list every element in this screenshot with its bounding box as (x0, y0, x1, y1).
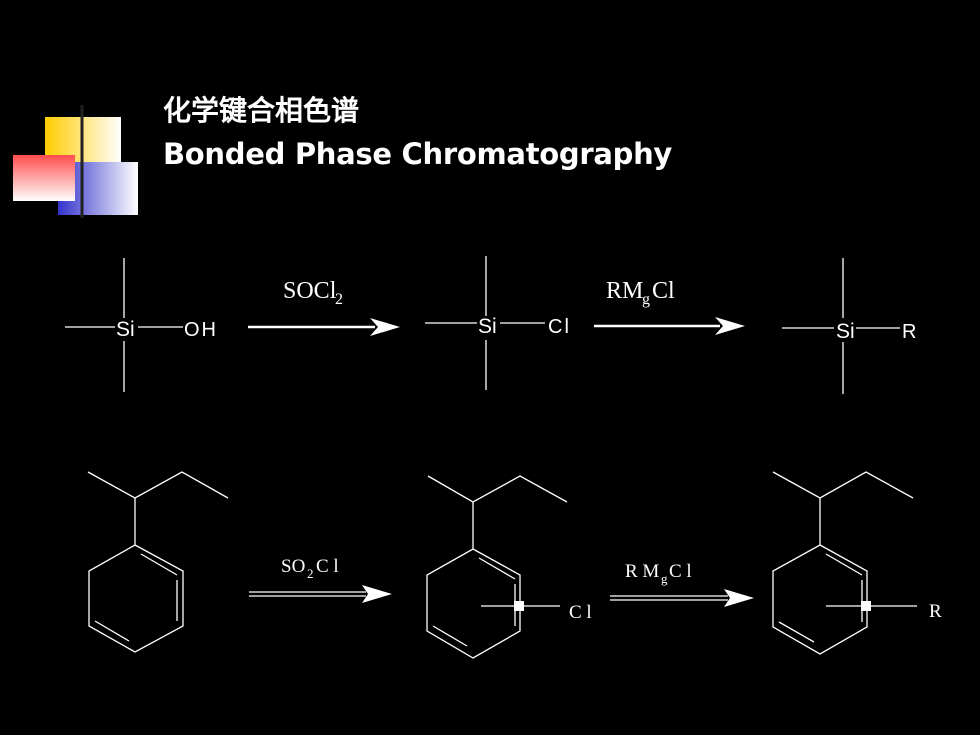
reactant-si-label: Si (116, 318, 135, 341)
intermediate-si-label: Si (478, 315, 497, 338)
title-english: Bonded Phase Chromatography (163, 137, 673, 171)
reagent-rmgcl-b: Cl (652, 278, 675, 304)
arrow-2 (594, 317, 745, 335)
bottom-intermediate-cl-label: C l (569, 602, 592, 623)
arrow-1 (248, 318, 400, 336)
reagent-socl-subscript: 2 (335, 291, 343, 308)
bottom-arrow-2 (610, 589, 754, 607)
reactant-structure (87, 471, 229, 653)
bottom-reagent-rmgcl-a: R M (625, 561, 659, 582)
reactant-oh-label: OH (184, 319, 218, 341)
reagent-rmgcl-subscript: g (642, 291, 650, 308)
product-substituent-marker (861, 601, 871, 611)
reagent-rmgcl-a: RM (606, 278, 643, 304)
bottom-reagent-rmgcl-b: C l (669, 561, 692, 582)
product-r-label: R (902, 321, 916, 343)
reagent-socl-label: SOCl (283, 278, 337, 304)
bottom-arrow-1 (249, 585, 392, 603)
red-square (13, 155, 75, 201)
intermediate-cl-label: Cl (548, 316, 571, 338)
bottom-reagent-so2cl-subscript: 2 (307, 566, 314, 581)
bottom-reagent-so2cl-a: SO (281, 556, 305, 577)
intermediate-structure (426, 475, 568, 659)
bottom-product-r-label: R (929, 601, 942, 622)
bottom-reagent-so2cl-b: C l (316, 556, 339, 577)
bottom-reagent-rmgcl-subscript: g (661, 571, 668, 586)
product-structure (772, 471, 917, 655)
intermediate-substituent-marker (514, 601, 524, 611)
product-si-label: Si (836, 320, 855, 343)
title-chinese: 化学键合相色谱 (163, 94, 360, 127)
